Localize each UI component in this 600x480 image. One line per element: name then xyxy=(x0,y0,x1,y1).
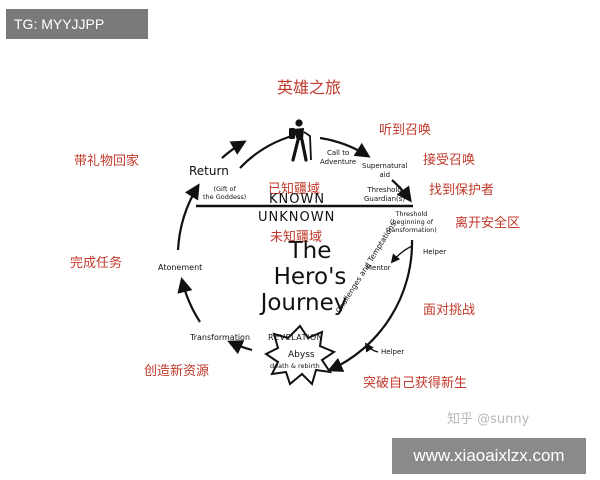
annotation-hear-call: 听到召唤 xyxy=(379,123,432,138)
annotation-bring-gift-home: 带礼物回家 xyxy=(74,154,140,169)
cycle-arc-right xyxy=(327,239,414,372)
annotation-accept-call: 接受召唤 xyxy=(423,153,476,168)
center-title-line-2: Hero's xyxy=(273,264,347,290)
unknown-cn: 未知疆域 xyxy=(270,230,323,245)
annotation-find-protector: 找到保护者 xyxy=(429,183,495,198)
cycle-arc-return xyxy=(221,140,247,159)
stage-threshold-line-3: transformation) xyxy=(386,226,437,234)
source-mark: 知乎 @sunny xyxy=(447,412,530,427)
known-cn: 已知疆域 xyxy=(268,182,321,197)
corner-tag: TG: MYYJJPP xyxy=(6,9,148,39)
explosion-icon xyxy=(264,324,337,386)
stage-transformation: Transformation xyxy=(190,333,251,342)
center-title: The Hero's Journey xyxy=(261,238,356,316)
annotation-leave-safe-zone: 离开安全区 xyxy=(455,216,521,231)
annotation-face-challenge: 面对挑战 xyxy=(423,303,476,318)
stage-call-line-1: Call to xyxy=(326,149,350,157)
title-cn: 英雄之旅 xyxy=(277,78,342,97)
stage-aid-line-1: Supernatural xyxy=(362,162,408,170)
stage-call-line-2: Adventure xyxy=(320,158,357,166)
center-title-line-1: The xyxy=(288,238,332,264)
stage-guardian-line-1: Threshold xyxy=(367,186,402,194)
stage-threshold-guardian: Threshold Guardian(s) xyxy=(364,186,405,204)
helper-arrow xyxy=(364,342,379,353)
annotation-create-resources: 创造新资源 xyxy=(144,364,210,379)
stage-abyss: Abyss xyxy=(288,350,315,360)
mentor-arrow xyxy=(390,245,413,264)
unknown-label: UNKNOWN xyxy=(258,210,336,225)
cycle-arc-left-high xyxy=(176,183,200,251)
cycle-arc-top xyxy=(239,134,293,169)
cycle-arc-left-low xyxy=(177,277,201,323)
cycle-arc-aid xyxy=(391,179,412,203)
stage-atonement: Atonement xyxy=(158,263,203,272)
hiker-icon xyxy=(289,119,312,162)
stage-gift-line-2: the Goddess) xyxy=(203,193,247,201)
stage-aid-line-2: aid xyxy=(379,171,391,179)
stage-threshold-line-2: (beginning of xyxy=(389,218,434,226)
stage-guardian-line-2: Guardian(s) xyxy=(364,195,406,203)
stage-gift: (Gift of the Goddess) xyxy=(203,185,246,201)
cycle-arc-bottom xyxy=(227,340,253,355)
watermark: www.xiaoaixlzx.com xyxy=(392,438,586,474)
stage-return: Return xyxy=(189,164,229,178)
stage-revelation: REVELATION xyxy=(268,333,324,342)
stage-abyss-sub: death & rebirth xyxy=(270,362,320,370)
center-title-line-3: Journey xyxy=(260,290,348,316)
stage-helper-1: Helper xyxy=(423,248,447,256)
cycle-arc-call xyxy=(319,136,371,158)
stage-helper-2: Helper xyxy=(381,348,405,356)
known-label: KNOWN xyxy=(269,192,326,207)
stage-call-to-adventure: Call to Adventure xyxy=(320,149,356,167)
stage-gift-line-1: (Gift of xyxy=(213,185,236,193)
stage-mentor: Mentor xyxy=(366,264,391,272)
stage-supernatural-aid: Supernatural aid xyxy=(362,162,407,180)
annotation-complete-task: 完成任务 xyxy=(70,256,123,271)
stage-threshold: Threshold (beginning of transformation) xyxy=(386,210,437,234)
annotation-breakthrough: 突破自己获得新生 xyxy=(363,376,468,391)
stage-threshold-line-1: Threshold xyxy=(395,210,428,218)
